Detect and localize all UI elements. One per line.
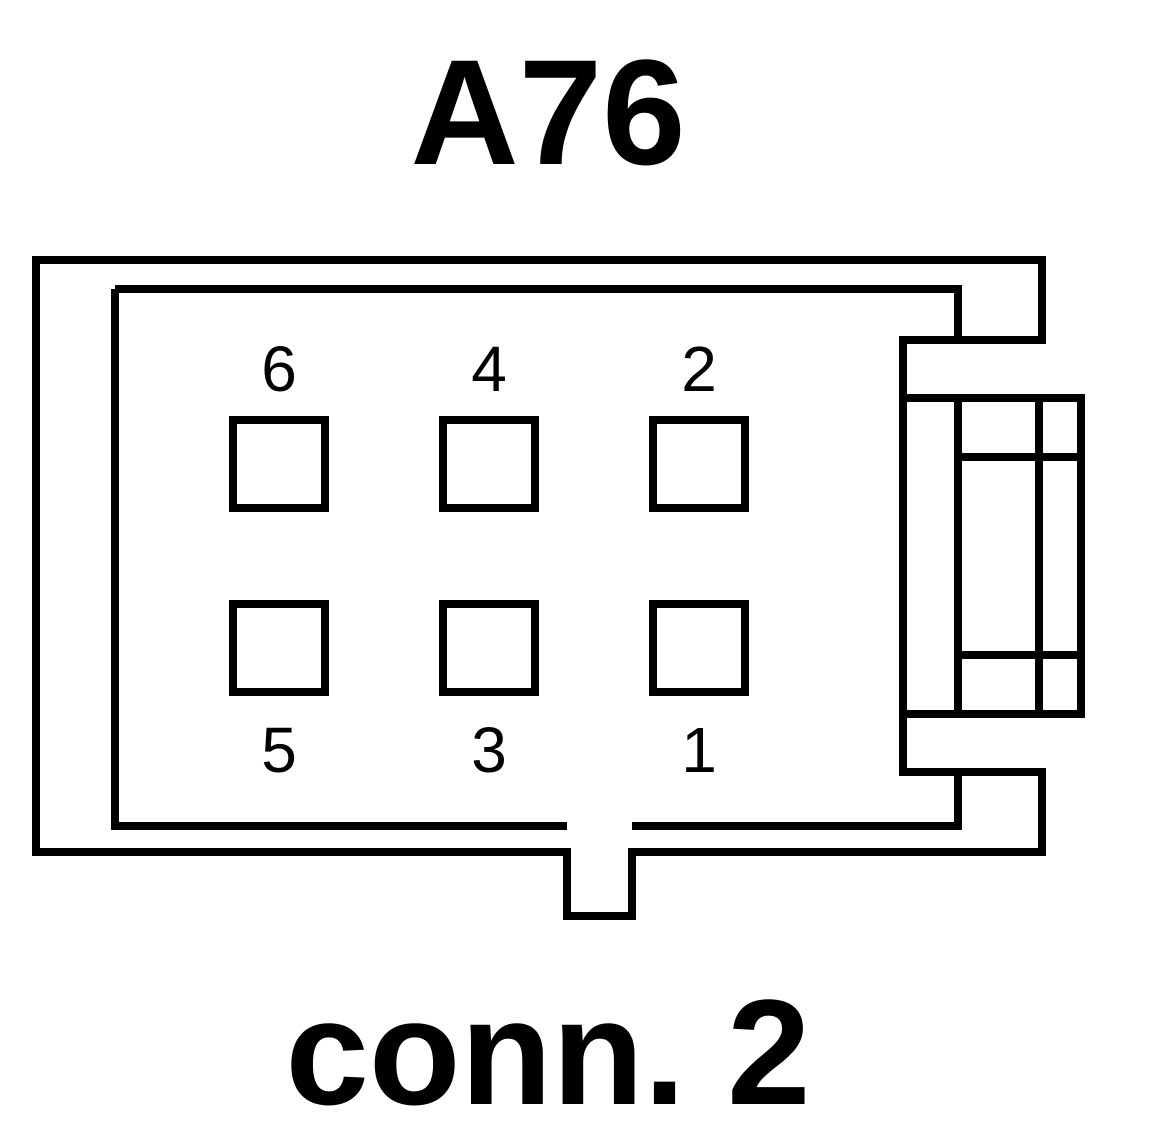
pin-cavity-5 xyxy=(229,600,329,696)
connector-inner-cavity-lower xyxy=(632,772,962,830)
pin-label-3: 3 xyxy=(471,714,507,786)
pin-label-4: 4 xyxy=(471,333,507,405)
connector-title: A76 xyxy=(410,28,685,196)
connector-caption: conn. 2 xyxy=(285,968,810,1136)
pin-label-2: 2 xyxy=(681,333,717,405)
connector-inner-cavity xyxy=(115,285,962,340)
pin-cavity-2 xyxy=(649,416,749,512)
pin-cavity-4 xyxy=(439,416,539,512)
pin-label-6: 6 xyxy=(261,333,297,405)
connector-outer-housing xyxy=(32,256,1046,920)
pin-label-1: 1 xyxy=(681,714,717,786)
connector-inner-cavity-left xyxy=(111,289,567,830)
pin-cavity-3 xyxy=(439,600,539,696)
pin-cavity-6 xyxy=(229,416,329,512)
latch-frame xyxy=(899,394,1085,718)
pin-label-5: 5 xyxy=(261,714,297,786)
pin-cavity-1 xyxy=(649,600,749,696)
